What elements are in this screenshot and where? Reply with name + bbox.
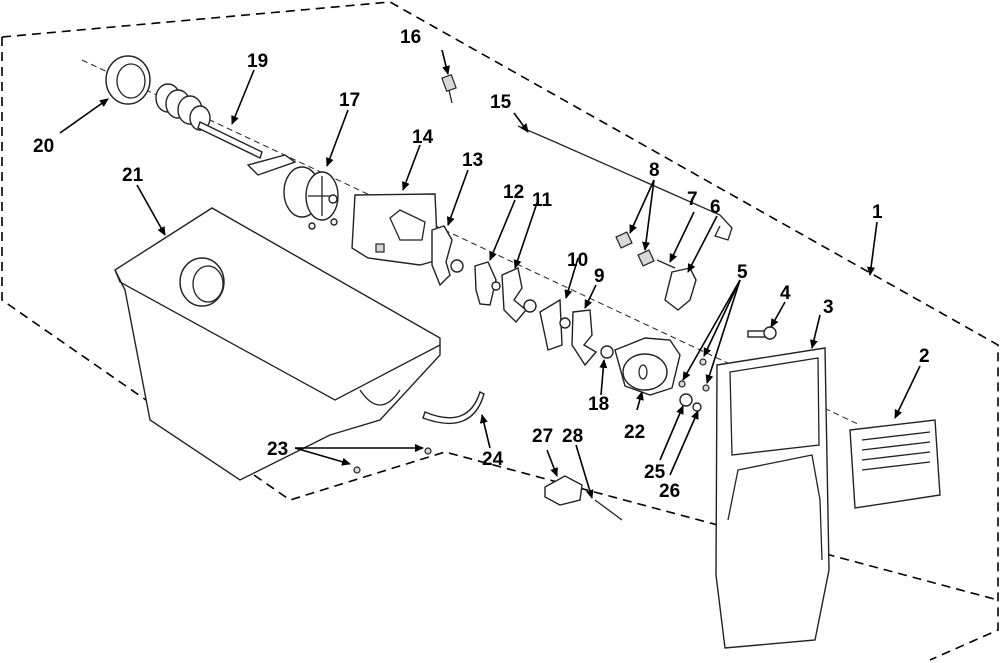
- part-25-washer: [679, 393, 693, 407]
- part-2-grille: [849, 419, 941, 509]
- part-26-clip: [692, 402, 702, 412]
- callout-3: 3: [823, 297, 834, 318]
- callout-23: 23: [267, 439, 288, 460]
- part-19-auger: [155, 83, 263, 159]
- callout-8: 8: [649, 160, 660, 181]
- callout-26: 26: [659, 481, 680, 502]
- part-18-washer: [600, 345, 614, 359]
- part-5-screw-c: [702, 384, 710, 392]
- callout-1: 1: [872, 202, 883, 223]
- part-4-screw: [747, 326, 777, 340]
- part-10-lever: [523, 298, 571, 351]
- part-14-bracket: [308, 193, 439, 266]
- callout-19: 19: [247, 51, 268, 72]
- part-21-ice-bucket: [114, 207, 441, 481]
- axis-line: [81, 59, 861, 426]
- part-13-cam: [431, 225, 464, 287]
- callout-2: 2: [919, 346, 930, 367]
- callout-12: 12: [503, 182, 524, 203]
- callout-11: 11: [532, 190, 553, 211]
- part-3-front-housing: [715, 347, 830, 649]
- callout-7: 7: [687, 189, 698, 210]
- callout-21: 21: [122, 165, 144, 186]
- part-8-spring-b: [637, 249, 655, 267]
- part-6-cam-lever: [664, 267, 697, 311]
- part-11-cam: [501, 267, 527, 324]
- part-5-screw-b: [678, 380, 686, 388]
- callout-14: 14: [412, 127, 434, 148]
- callout-16: 16: [400, 27, 421, 48]
- part-12-cam-plate: [474, 261, 501, 306]
- callout-22: 22: [624, 422, 645, 443]
- part-15-rod: [517, 125, 733, 241]
- callout-10: 10: [567, 250, 588, 271]
- part-9-cam: [571, 309, 598, 367]
- part-8-spring-a: [615, 231, 633, 249]
- callout-20: 20: [33, 136, 54, 157]
- part-17-coupling: [246, 154, 339, 221]
- part-22-motor: [614, 337, 681, 396]
- callout-17: 17: [339, 90, 360, 111]
- callout-27: 27: [532, 426, 553, 447]
- callout-18: 18: [588, 394, 609, 415]
- part-27-hinge-block: [544, 475, 583, 506]
- callout-6: 6: [710, 197, 721, 218]
- part-7-pin: [656, 259, 676, 269]
- part-16-spring: [441, 73, 457, 104]
- callout-24: 24: [482, 449, 504, 470]
- part-24-shroud: [422, 391, 485, 425]
- part-5-screw-a: [699, 358, 707, 366]
- part-23-screw-b: [424, 447, 432, 455]
- callout-25: 25: [644, 462, 666, 483]
- part-23-screw-a: [353, 466, 361, 474]
- part-20-bushing: [105, 55, 151, 105]
- callout-13: 13: [462, 150, 483, 171]
- leader-lines: [59, 49, 921, 499]
- callout-5: 5: [737, 262, 748, 283]
- callout-4: 4: [780, 283, 791, 304]
- callout-15: 15: [490, 92, 512, 113]
- part-28-hinge-pin: [594, 499, 623, 521]
- callout-28: 28: [562, 426, 583, 447]
- callout-9: 9: [594, 266, 605, 287]
